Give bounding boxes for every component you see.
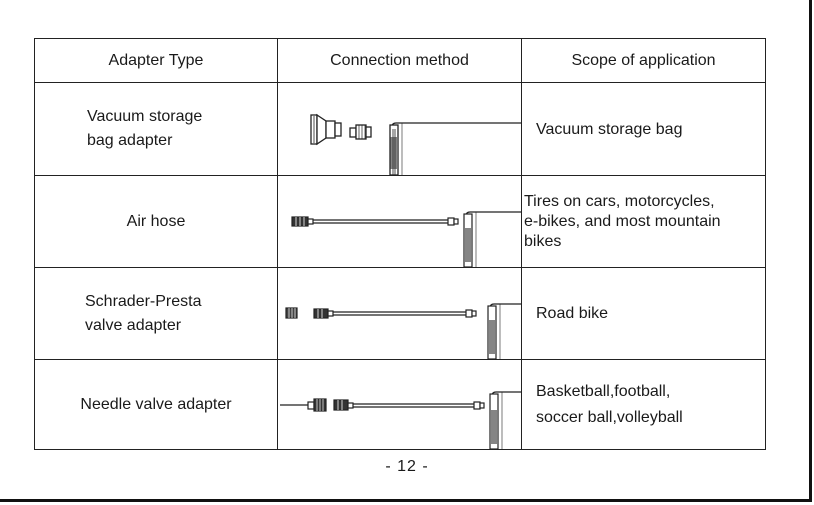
adapter-type-cell: Schrader-Presta valve adapter: [34, 267, 278, 360]
needle-hose-pump-icon: [280, 391, 521, 449]
header-scope-of-application: Scope of application: [521, 38, 766, 83]
table-row: Air hose: [34, 175, 766, 268]
scope-text: Vacuum storage bag: [536, 120, 683, 138]
table-row: Needle valve adapter: [34, 359, 766, 450]
connection-method-cell: [277, 267, 522, 360]
scope-cell: Vacuum storage bag: [521, 82, 766, 176]
table-row: Vacuum storage bag adapter: [34, 82, 766, 176]
header-connection-method: Connection method: [277, 38, 522, 83]
air-hose-to-pump-icon: [291, 211, 521, 267]
scope-cell: Road bike: [521, 267, 766, 360]
adapter-type-text: Schrader-Presta valve adapter: [85, 292, 202, 334]
presta-adapter-hose-pump-icon: [285, 303, 521, 359]
adapter-table: Adapter Type Connection method Scope of …: [34, 38, 766, 450]
vacuum-nozzle-on-pump-icon: [310, 113, 521, 175]
connection-method-cell: [277, 175, 522, 268]
scope-cell: Tires on cars, motorcycles, e-bikes, and…: [521, 175, 766, 268]
page-edge-bottom: [0, 499, 812, 502]
connection-method-cell: [277, 82, 522, 176]
scope-text: Basketball,football, soccer ball,volleyb…: [536, 382, 683, 426]
table-header-row: Adapter Type Connection method Scope of …: [34, 38, 766, 83]
scope-text: Road bike: [536, 305, 609, 322]
adapter-type-text: Air hose: [126, 212, 186, 230]
adapter-type-text: Vacuum storage bag adapter: [87, 108, 203, 149]
table-row: Schrader-Presta valve adapter: [34, 267, 766, 360]
connection-method-cell: [277, 359, 522, 450]
scope-text: Tires on cars, motorcycles, e-bikes, and…: [524, 192, 721, 250]
adapter-type-cell: Needle valve adapter: [34, 359, 278, 450]
adapter-type-cell: Air hose: [34, 175, 278, 268]
page-number: - 12 -: [385, 458, 429, 475]
adapter-type-cell: Vacuum storage bag adapter: [34, 82, 278, 176]
page-edge-right: [809, 0, 812, 502]
header-adapter-type: Adapter Type: [34, 38, 278, 83]
adapter-type-text: Needle valve adapter: [80, 395, 232, 413]
scope-cell: Basketball,football, soccer ball,volleyb…: [521, 359, 766, 450]
